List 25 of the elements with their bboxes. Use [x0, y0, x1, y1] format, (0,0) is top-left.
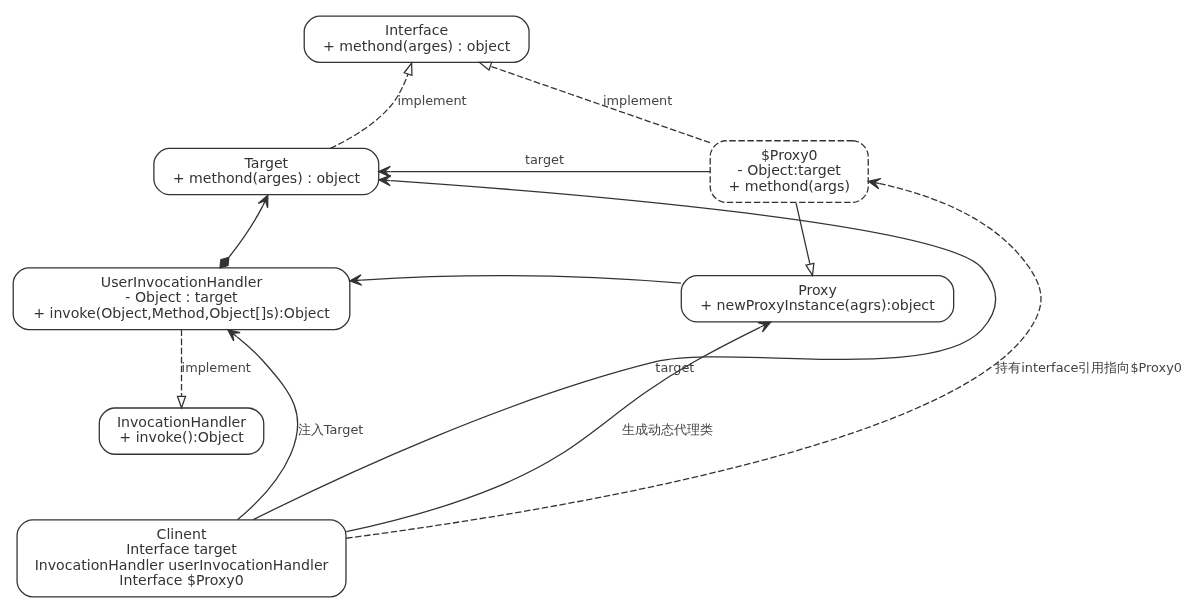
- edge-label: 注入Target: [297, 421, 364, 437]
- arrow: [349, 273, 682, 286]
- arrow: [795, 201, 815, 277]
- edge-label: target: [524, 151, 564, 167]
- node-box: UserInvocationHandler - Object : target + invoke(Object,Method,Object[]s):Object: [12, 266, 351, 330]
- arrow: [176, 328, 187, 410]
- arrow: [345, 177, 1042, 539]
- node-box: Interface + methond(arges) : object: [303, 15, 530, 63]
- node-box: $Proxy0 - Object:target + methond(args): [709, 139, 869, 203]
- edge-label: implement: [181, 359, 251, 375]
- edge-label: implement: [397, 92, 467, 108]
- arrow: [219, 194, 269, 269]
- edge-label: 生成动态代理类: [622, 421, 714, 437]
- edge-label: implement: [603, 92, 673, 108]
- node-box: Proxy + newProxyInstance(agrs):object: [680, 274, 955, 323]
- arrow: [252, 174, 997, 520]
- arrow: [378, 165, 711, 177]
- node-box: Clinent Interface target InvocationHandler userInvocationHandler Interface $Proxy0: [16, 518, 347, 597]
- arrow: [345, 321, 772, 532]
- node-box: InvocationHandler + invoke():Object: [98, 406, 265, 455]
- arrow: [329, 60, 413, 149]
- arrow: [477, 61, 711, 143]
- arrow: [227, 328, 299, 520]
- node-box: Target + methond(arges) : object: [153, 147, 380, 195]
- edge-label: 持有interface引用指向$Proxy0: [995, 359, 1182, 375]
